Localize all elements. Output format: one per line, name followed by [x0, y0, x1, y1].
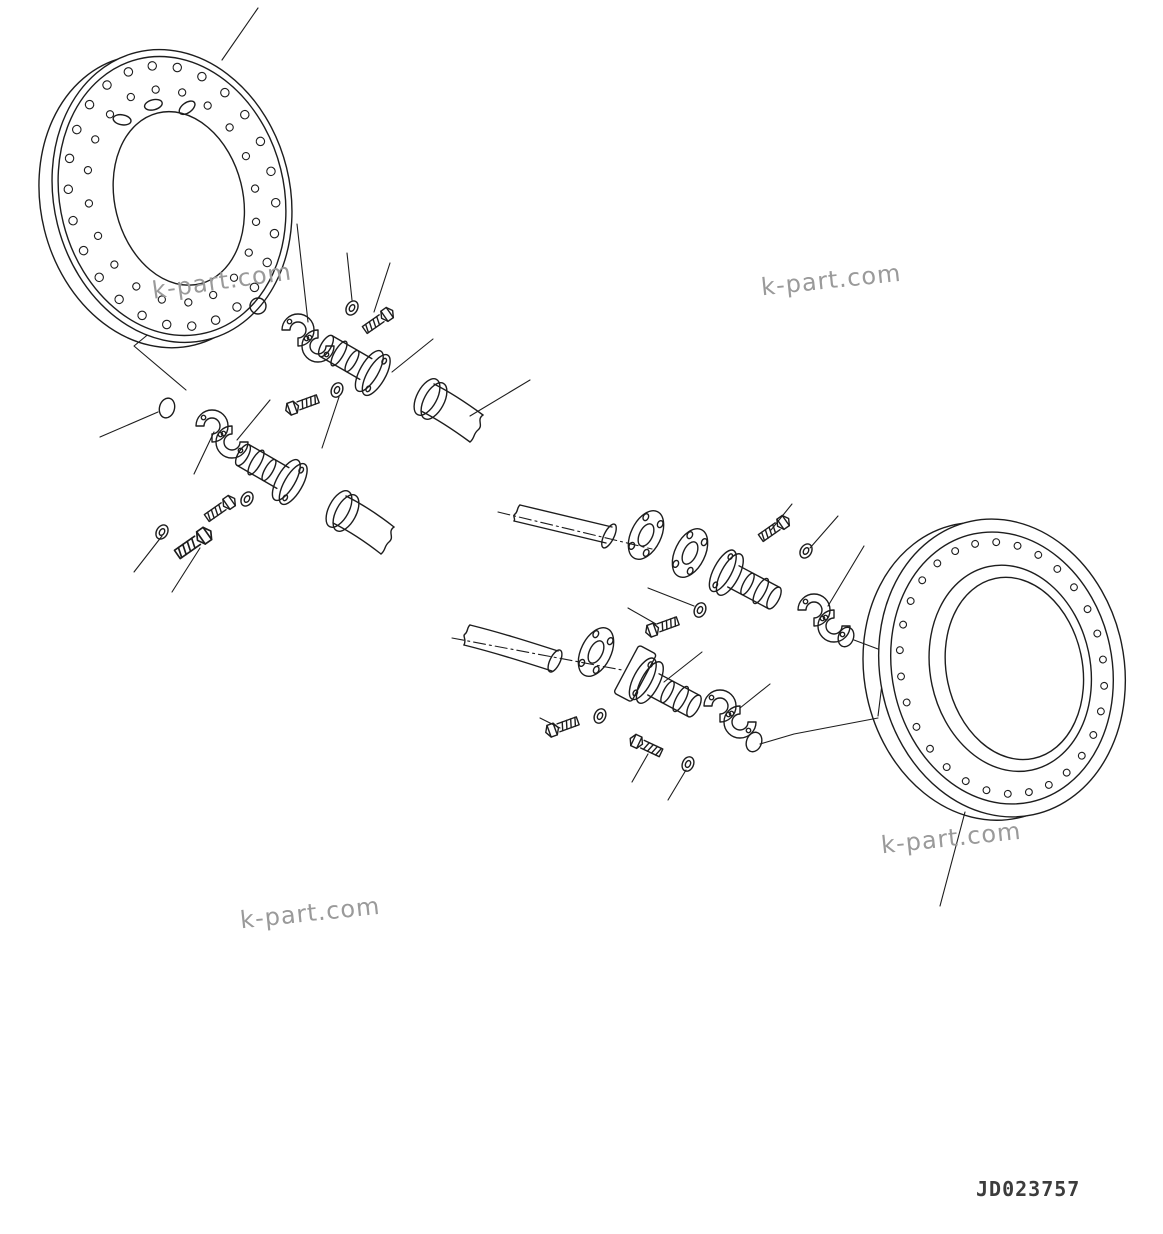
shaft-stub	[451, 624, 623, 673]
hex-bolt	[626, 732, 665, 760]
propeller-shaft-assembly-1	[277, 298, 484, 443]
hex-bolt	[756, 512, 793, 544]
hex-bolt	[542, 714, 581, 739]
hex-bolt	[282, 392, 321, 417]
bearing-cap	[716, 701, 761, 746]
propeller-shaft-assembly-4	[451, 621, 766, 774]
o-ring	[742, 729, 766, 755]
leader-line	[759, 717, 879, 745]
leader-line	[627, 607, 657, 625]
washer	[591, 706, 609, 726]
universal-joint-shaft	[623, 653, 710, 730]
leader-line	[221, 7, 259, 61]
hex-bolt	[360, 304, 397, 336]
leader-line	[321, 396, 340, 449]
bearing-cap	[208, 421, 253, 466]
drawing-number: JD023757	[976, 1177, 1080, 1201]
shaft-stub	[325, 490, 395, 555]
hex-bolt	[172, 524, 216, 562]
bearing-cap	[277, 306, 322, 351]
hex-bolt	[642, 614, 681, 639]
washer	[679, 754, 697, 774]
shaft-stub	[413, 378, 484, 443]
leader-line	[133, 535, 163, 573]
washer	[152, 522, 172, 542]
flange-plate	[613, 645, 657, 702]
leader-line	[631, 753, 649, 783]
leader-line	[193, 431, 215, 475]
washer	[328, 380, 346, 400]
plug	[249, 297, 267, 315]
o-ring	[156, 395, 178, 421]
coupling-flange	[570, 621, 622, 683]
leader-line	[667, 769, 687, 801]
washer	[691, 600, 709, 620]
coupling-flange	[664, 522, 716, 584]
leader-line	[346, 252, 353, 301]
bearing-cap	[793, 586, 838, 631]
washer	[342, 298, 362, 318]
leader-line	[827, 545, 865, 607]
leader-line	[171, 547, 201, 593]
shaft-stub	[497, 504, 653, 550]
leader-line	[770, 503, 793, 531]
bearing-cap	[191, 402, 236, 447]
leader-line	[647, 587, 695, 607]
watermark-text: k-part.com	[239, 892, 382, 935]
leader-line	[663, 651, 703, 683]
propeller-shaft-assembly-3	[497, 504, 858, 650]
leader-line	[99, 411, 159, 438]
watermark-text: k-part.com	[760, 259, 903, 302]
leader-line	[939, 811, 966, 907]
leader-line	[373, 262, 391, 313]
leader-line	[469, 379, 531, 417]
brake-disc	[38, 48, 293, 349]
bearing-cap	[699, 682, 744, 727]
watermark-text: k-part.com	[880, 817, 1023, 860]
leader-line	[296, 223, 309, 323]
bolt-hole-ring	[895, 538, 1109, 798]
hex-bolt	[202, 492, 239, 524]
bolt-hole-ring	[63, 61, 281, 331]
washer	[796, 541, 816, 561]
washer	[237, 489, 257, 509]
wheel-hub-ring	[862, 518, 1127, 821]
leader-line	[809, 515, 839, 549]
universal-joint-shaft	[703, 545, 790, 622]
bolt-hole-ring	[83, 85, 261, 307]
leader-line	[739, 683, 771, 709]
coupling-flange	[620, 504, 672, 566]
propeller-shaft-assembly-2	[152, 402, 395, 562]
leader-line	[236, 399, 271, 441]
leader-line	[391, 338, 434, 373]
